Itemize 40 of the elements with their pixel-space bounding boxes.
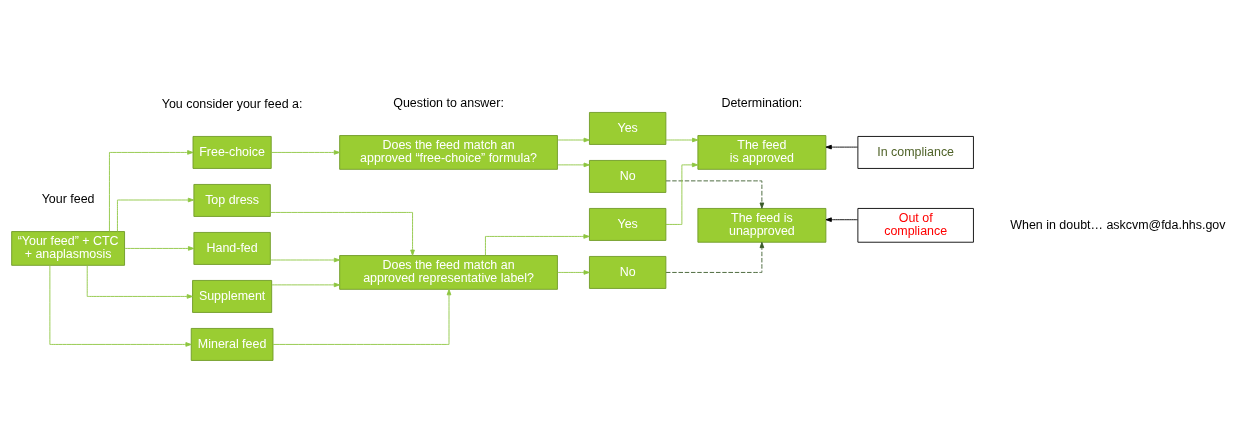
node-box: “Your feed” + CTC + anaplasmosis bbox=[11, 231, 125, 266]
arrow bbox=[270, 150, 341, 155]
node-box: Does the feed match an approved representative label? bbox=[339, 255, 558, 290]
arrow bbox=[271, 282, 340, 288]
label: Question to answer: bbox=[393, 95, 504, 110]
node-box: Free-choice bbox=[192, 136, 272, 169]
arrow bbox=[825, 217, 858, 222]
node-box: Out of compliance bbox=[857, 208, 974, 243]
node-box: Top dress bbox=[193, 184, 271, 217]
arrow bbox=[272, 289, 452, 345]
arrow bbox=[557, 162, 590, 168]
arrow bbox=[485, 234, 590, 256]
label: Your feed bbox=[41, 191, 95, 206]
arrow bbox=[86, 265, 193, 299]
arrow bbox=[270, 257, 341, 263]
node-box: Yes bbox=[589, 112, 667, 145]
label: When in doubt… askcvm@fda.hhs.gov bbox=[1010, 217, 1226, 232]
arrow bbox=[117, 197, 195, 232]
arrow bbox=[665, 241, 765, 273]
node-box: Yes bbox=[589, 208, 667, 241]
node-box: No bbox=[589, 160, 667, 193]
label: You consider your feed a: bbox=[161, 96, 303, 111]
node-box: Supplement bbox=[192, 280, 273, 313]
arrow bbox=[557, 137, 590, 143]
node-box: Hand-fed bbox=[193, 232, 271, 265]
node-box: No bbox=[589, 256, 667, 289]
arrow bbox=[124, 246, 195, 251]
node-box: Mineral feed bbox=[190, 328, 274, 361]
arrow bbox=[109, 150, 194, 232]
node-box: Does the feed match an approved “free-choice” formula? bbox=[339, 135, 558, 170]
arrow bbox=[557, 270, 590, 275]
node-box: In compliance bbox=[857, 136, 974, 169]
arrow bbox=[665, 180, 765, 209]
node-box: The feed is approved bbox=[697, 135, 827, 170]
arrow bbox=[825, 144, 858, 150]
node-box: The feed is unapproved bbox=[697, 208, 827, 243]
arrow bbox=[49, 264, 192, 347]
label: Determination: bbox=[721, 95, 803, 110]
arrow bbox=[269, 212, 415, 256]
arrow bbox=[665, 137, 699, 143]
